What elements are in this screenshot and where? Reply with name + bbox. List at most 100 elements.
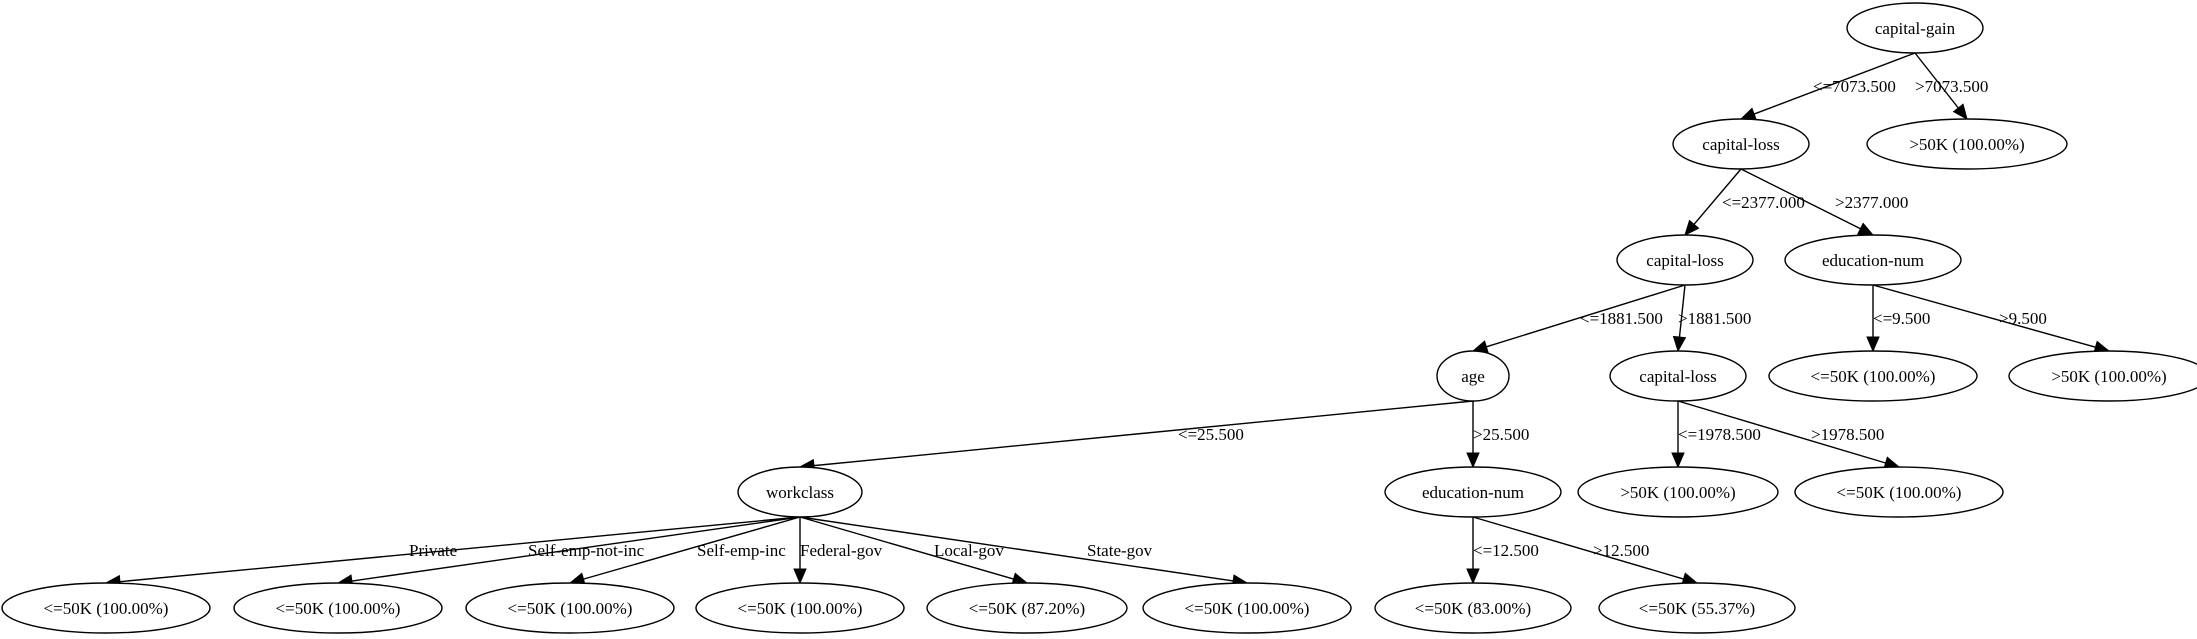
node-label: <=50K (100.00%)	[276, 599, 401, 618]
leaf-node-lte50k-100-00: <=50K (100.00%)	[1, 582, 211, 634]
edge-n10-n19: <=12.500	[1466, 517, 1539, 585]
arrowhead-icon	[793, 568, 807, 585]
edge-n6-n11: <=1978.500	[1671, 401, 1761, 469]
edge-n9-n13: Private	[104, 516, 801, 589]
node-ellipse	[1598, 582, 1796, 634]
node-ellipse	[1384, 466, 1562, 518]
arrowhead-icon	[1684, 219, 1700, 236]
edge-n0-n1: <=7073.500	[1739, 52, 1916, 121]
edge-line	[799, 516, 1234, 582]
node-label: <=50K (100.00%)	[1185, 599, 1310, 618]
leaf-node-lte50k-100-00: <=50K (100.00%)	[1142, 582, 1352, 634]
split-node-workclass: workclass	[737, 466, 863, 518]
leaf-node-lte50k-100-00: <=50K (100.00%)	[1768, 350, 1978, 402]
edge-label-private: Private	[409, 541, 457, 560]
arrowhead-icon	[1866, 336, 1880, 353]
node-ellipse	[1436, 350, 1510, 402]
edge-n9-n15: Self-emp-inc	[568, 516, 801, 586]
edge-line	[351, 516, 801, 582]
node-ellipse	[233, 582, 443, 634]
node-label: capital-loss	[1639, 367, 1716, 386]
leaf-node-lte50k-100-00: <=50K (100.00%)	[465, 582, 675, 634]
edge-label-self-emp-inc: Self-emp-inc	[697, 541, 786, 560]
edge-line	[813, 400, 1474, 467]
split-node-education-num: education-num	[1384, 466, 1562, 518]
edge-line	[1677, 400, 1886, 464]
edge-line	[1914, 52, 1959, 109]
split-node-age: age	[1436, 350, 1510, 402]
edge-n5-n9: <=25.500	[798, 400, 1474, 473]
edge-label-local-gov: Local-gov	[934, 541, 1004, 560]
node-label: <=50K (55.37%)	[1639, 599, 1755, 618]
leaf-node-gt50k-100-00: >50K (100.00%)	[1577, 466, 1779, 518]
node-label: capital-loss	[1702, 135, 1779, 154]
node-ellipse	[1846, 2, 1984, 54]
edge-n4-n8: >9.500	[1872, 284, 2111, 354]
node-label: education-num	[1422, 483, 1524, 502]
node-ellipse	[1672, 118, 1810, 170]
edge-n10-n20: >12.500	[1472, 516, 1699, 586]
edge-line	[1678, 284, 1686, 338]
split-node-capital-gain: capital-gain	[1846, 2, 1984, 54]
split-node-capital-loss: capital-loss	[1616, 234, 1754, 286]
edge-label-lte2377-000: <=2377.000	[1722, 193, 1805, 212]
node-label: <=50K (100.00%)	[1837, 483, 1962, 502]
edge-line	[119, 516, 801, 583]
node-label: >50K (100.00%)	[2051, 367, 2166, 386]
split-node-education-num: education-num	[1784, 234, 1962, 286]
edge-label-state-gov: State-gov	[1087, 541, 1153, 560]
node-label: <=50K (83.00%)	[1415, 599, 1531, 618]
leaf-node-lte50k-83-00: <=50K (83.00%)	[1374, 582, 1572, 634]
node-label: <=50K (100.00%)	[44, 599, 169, 618]
edge-label-lte7073-500: <=7073.500	[1813, 77, 1896, 96]
leaf-node-gt50k-100-00: >50K (100.00%)	[2008, 350, 2197, 402]
node-label: <=50K (100.00%)	[738, 599, 863, 618]
node-ellipse	[1577, 466, 1779, 518]
edge-n0-n2: >7073.500	[1914, 52, 1988, 120]
node-label: >50K (100.00%)	[1909, 135, 2024, 154]
edge-label-self-emp-not-inc: Self-emp-not-inc	[528, 541, 645, 560]
edge-label-gt25-500: >25.500	[1473, 425, 1529, 444]
node-ellipse	[1768, 350, 1978, 402]
edge-n1-n3: <=2377.000	[1684, 168, 1805, 236]
arrowhead-icon	[1739, 107, 1757, 121]
leaf-node-lte50k-100-00: <=50K (100.00%)	[1794, 466, 2004, 518]
edge-line	[799, 516, 1014, 580]
node-ellipse	[1, 582, 211, 634]
edge-n9-n16: Federal-gov	[793, 517, 883, 585]
node-ellipse	[1616, 234, 1754, 286]
edge-n3-n6: >1881.500	[1672, 284, 1751, 353]
node-ellipse	[926, 582, 1128, 634]
edge-label-gt9-500: >9.500	[1999, 309, 2047, 328]
edge-label-federal-gov: Federal-gov	[800, 541, 883, 560]
node-ellipse	[1794, 466, 2004, 518]
edge-line	[1740, 168, 1861, 230]
edge-n9-n17: Local-gov	[799, 516, 1029, 586]
node-label: education-num	[1822, 251, 1924, 270]
edge-label-gt1978-500: >1978.500	[1811, 425, 1884, 444]
leaf-node-lte50k-100-00: <=50K (100.00%)	[695, 582, 905, 634]
node-ellipse	[737, 466, 863, 518]
edge-n5-n10: >25.500	[1466, 401, 1529, 469]
arrowhead-icon	[1671, 452, 1685, 469]
arrowhead-icon	[1952, 103, 1968, 120]
node-label: workclass	[766, 483, 834, 502]
edges-layer: <=7073.500>7073.500<=2377.000>2377.000<=…	[104, 52, 2111, 589]
arrowhead-icon	[1466, 568, 1480, 585]
node-ellipse	[2008, 350, 2197, 402]
node-label: age	[1461, 367, 1485, 386]
edge-line	[1486, 284, 1686, 348]
node-label: >50K (100.00%)	[1620, 483, 1735, 502]
edge-line	[1872, 284, 2096, 348]
node-ellipse	[695, 582, 905, 634]
arrowhead-icon	[1466, 452, 1480, 469]
node-label: <=50K (87.20%)	[969, 599, 1085, 618]
node-label: <=50K (100.00%)	[1811, 367, 1936, 386]
edge-n3-n5: <=1881.500	[1471, 284, 1686, 354]
edge-label-gt7073-500: >7073.500	[1915, 77, 1988, 96]
split-node-capital-loss: capital-loss	[1609, 350, 1747, 402]
node-ellipse	[1142, 582, 1352, 634]
edge-line	[1753, 52, 1916, 115]
node-label: capital-gain	[1875, 19, 1956, 38]
